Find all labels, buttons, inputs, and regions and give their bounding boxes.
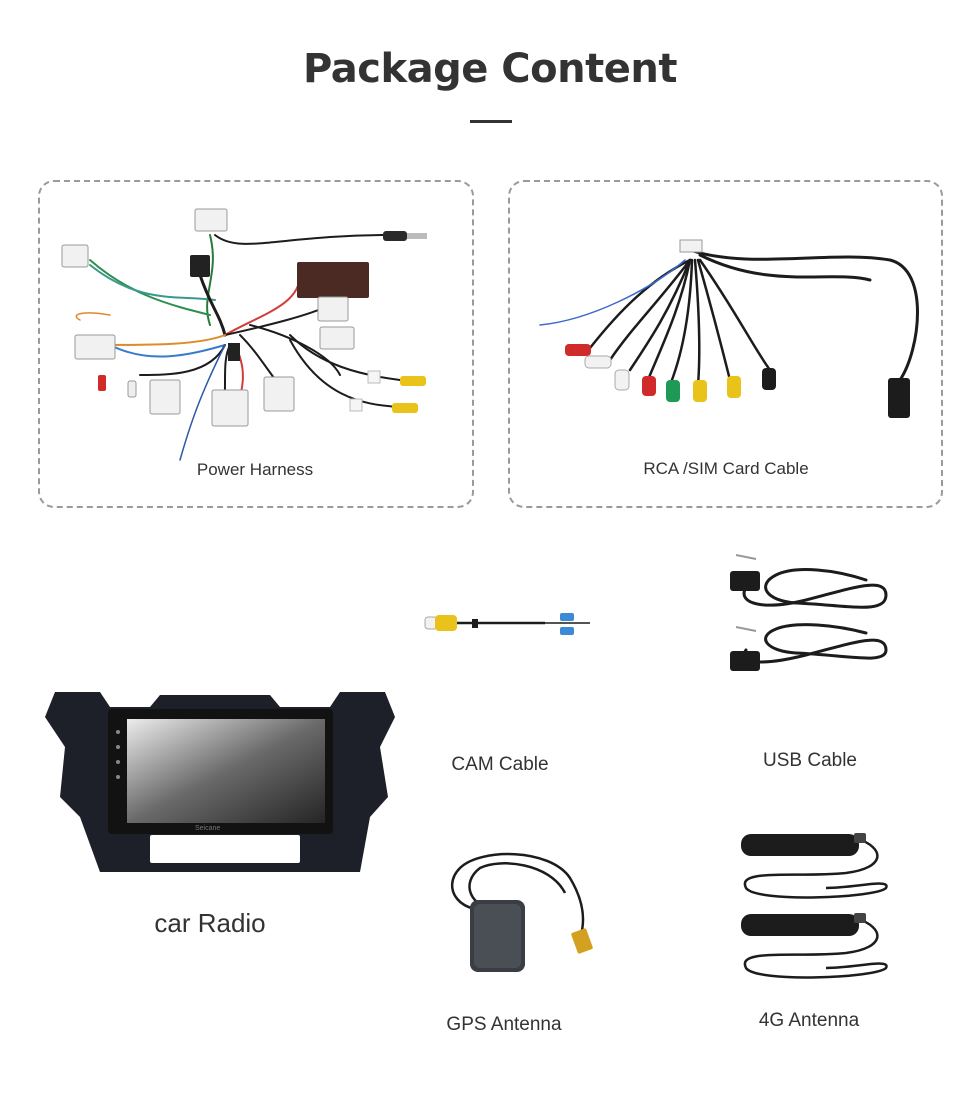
power-harness-card (38, 180, 474, 508)
car-radio-label: car Radio (154, 908, 266, 938)
usb-cable-image (730, 554, 888, 671)
gps-antenna-image (450, 852, 593, 972)
4g-antenna-image (741, 833, 888, 979)
power-harness-image (61, 208, 427, 461)
power-harness-label: Power Harness (196, 460, 314, 479)
cam-cable-label: CAM Cable (451, 754, 549, 775)
gps-antenna-label: GPS Antenna (446, 1014, 562, 1035)
car-radio-image: Seicane (45, 692, 395, 872)
rca-sim-cable-label: RCA /SIM Card Cable (643, 459, 809, 478)
page-title: Package Content (303, 46, 677, 92)
usb-cable-label: USB Cable (763, 750, 857, 771)
rca-sim-cable-card (508, 180, 943, 508)
rca-sim-cable-image (539, 239, 919, 418)
4g-antenna-label: 4G Antenna (758, 1010, 860, 1031)
title-underline (470, 120, 512, 123)
radio-brand-text: Seicane (195, 825, 220, 832)
cam-cable-image (424, 613, 590, 635)
